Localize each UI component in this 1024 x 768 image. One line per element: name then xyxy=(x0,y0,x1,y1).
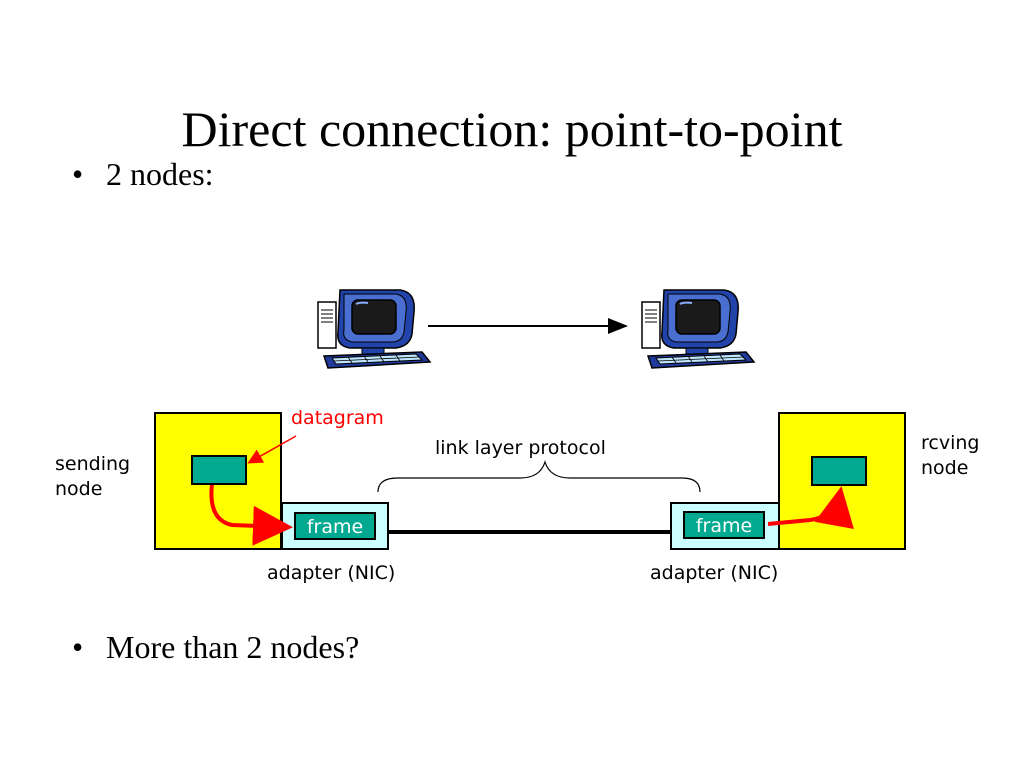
bullet-marker: • xyxy=(72,156,84,192)
sending-node-label-line2: node xyxy=(55,477,103,500)
rcving-node-label-line1: rcving xyxy=(921,432,980,454)
frame-sender: frame xyxy=(294,512,376,540)
frame-receiver: frame xyxy=(683,511,765,539)
datagram-packet-sender xyxy=(191,455,247,485)
slide-title: Direct connection: point-to-point xyxy=(181,101,843,157)
sending-node-label-line1: sending xyxy=(55,453,131,475)
datagram-packet-receiver xyxy=(811,456,867,486)
sending-node-label: sending node xyxy=(55,452,130,501)
datagram-pointer xyxy=(247,435,297,464)
send-path-arrow xyxy=(209,483,293,546)
bullet-two-nodes: • 2 nodes: xyxy=(72,158,214,190)
protocol-brace xyxy=(377,459,701,493)
receive-path-arrow xyxy=(767,486,854,530)
sending-adapter-label: adapter (NIC) xyxy=(267,562,396,584)
rcving-node-label-line2: node xyxy=(921,456,969,479)
bullet-text: More than 2 nodes? xyxy=(106,629,360,665)
bullet-text: 2 nodes: xyxy=(106,156,214,192)
rcving-adapter-label: adapter (NIC) xyxy=(650,562,779,584)
datagram-label: datagram xyxy=(291,407,384,429)
bullet-more-nodes: • More than 2 nodes? xyxy=(72,631,359,663)
rcving-node-label: rcving node xyxy=(921,431,979,480)
link-layer-protocol-label: link layer protocol xyxy=(435,437,606,459)
bullet-marker: • xyxy=(72,629,84,665)
